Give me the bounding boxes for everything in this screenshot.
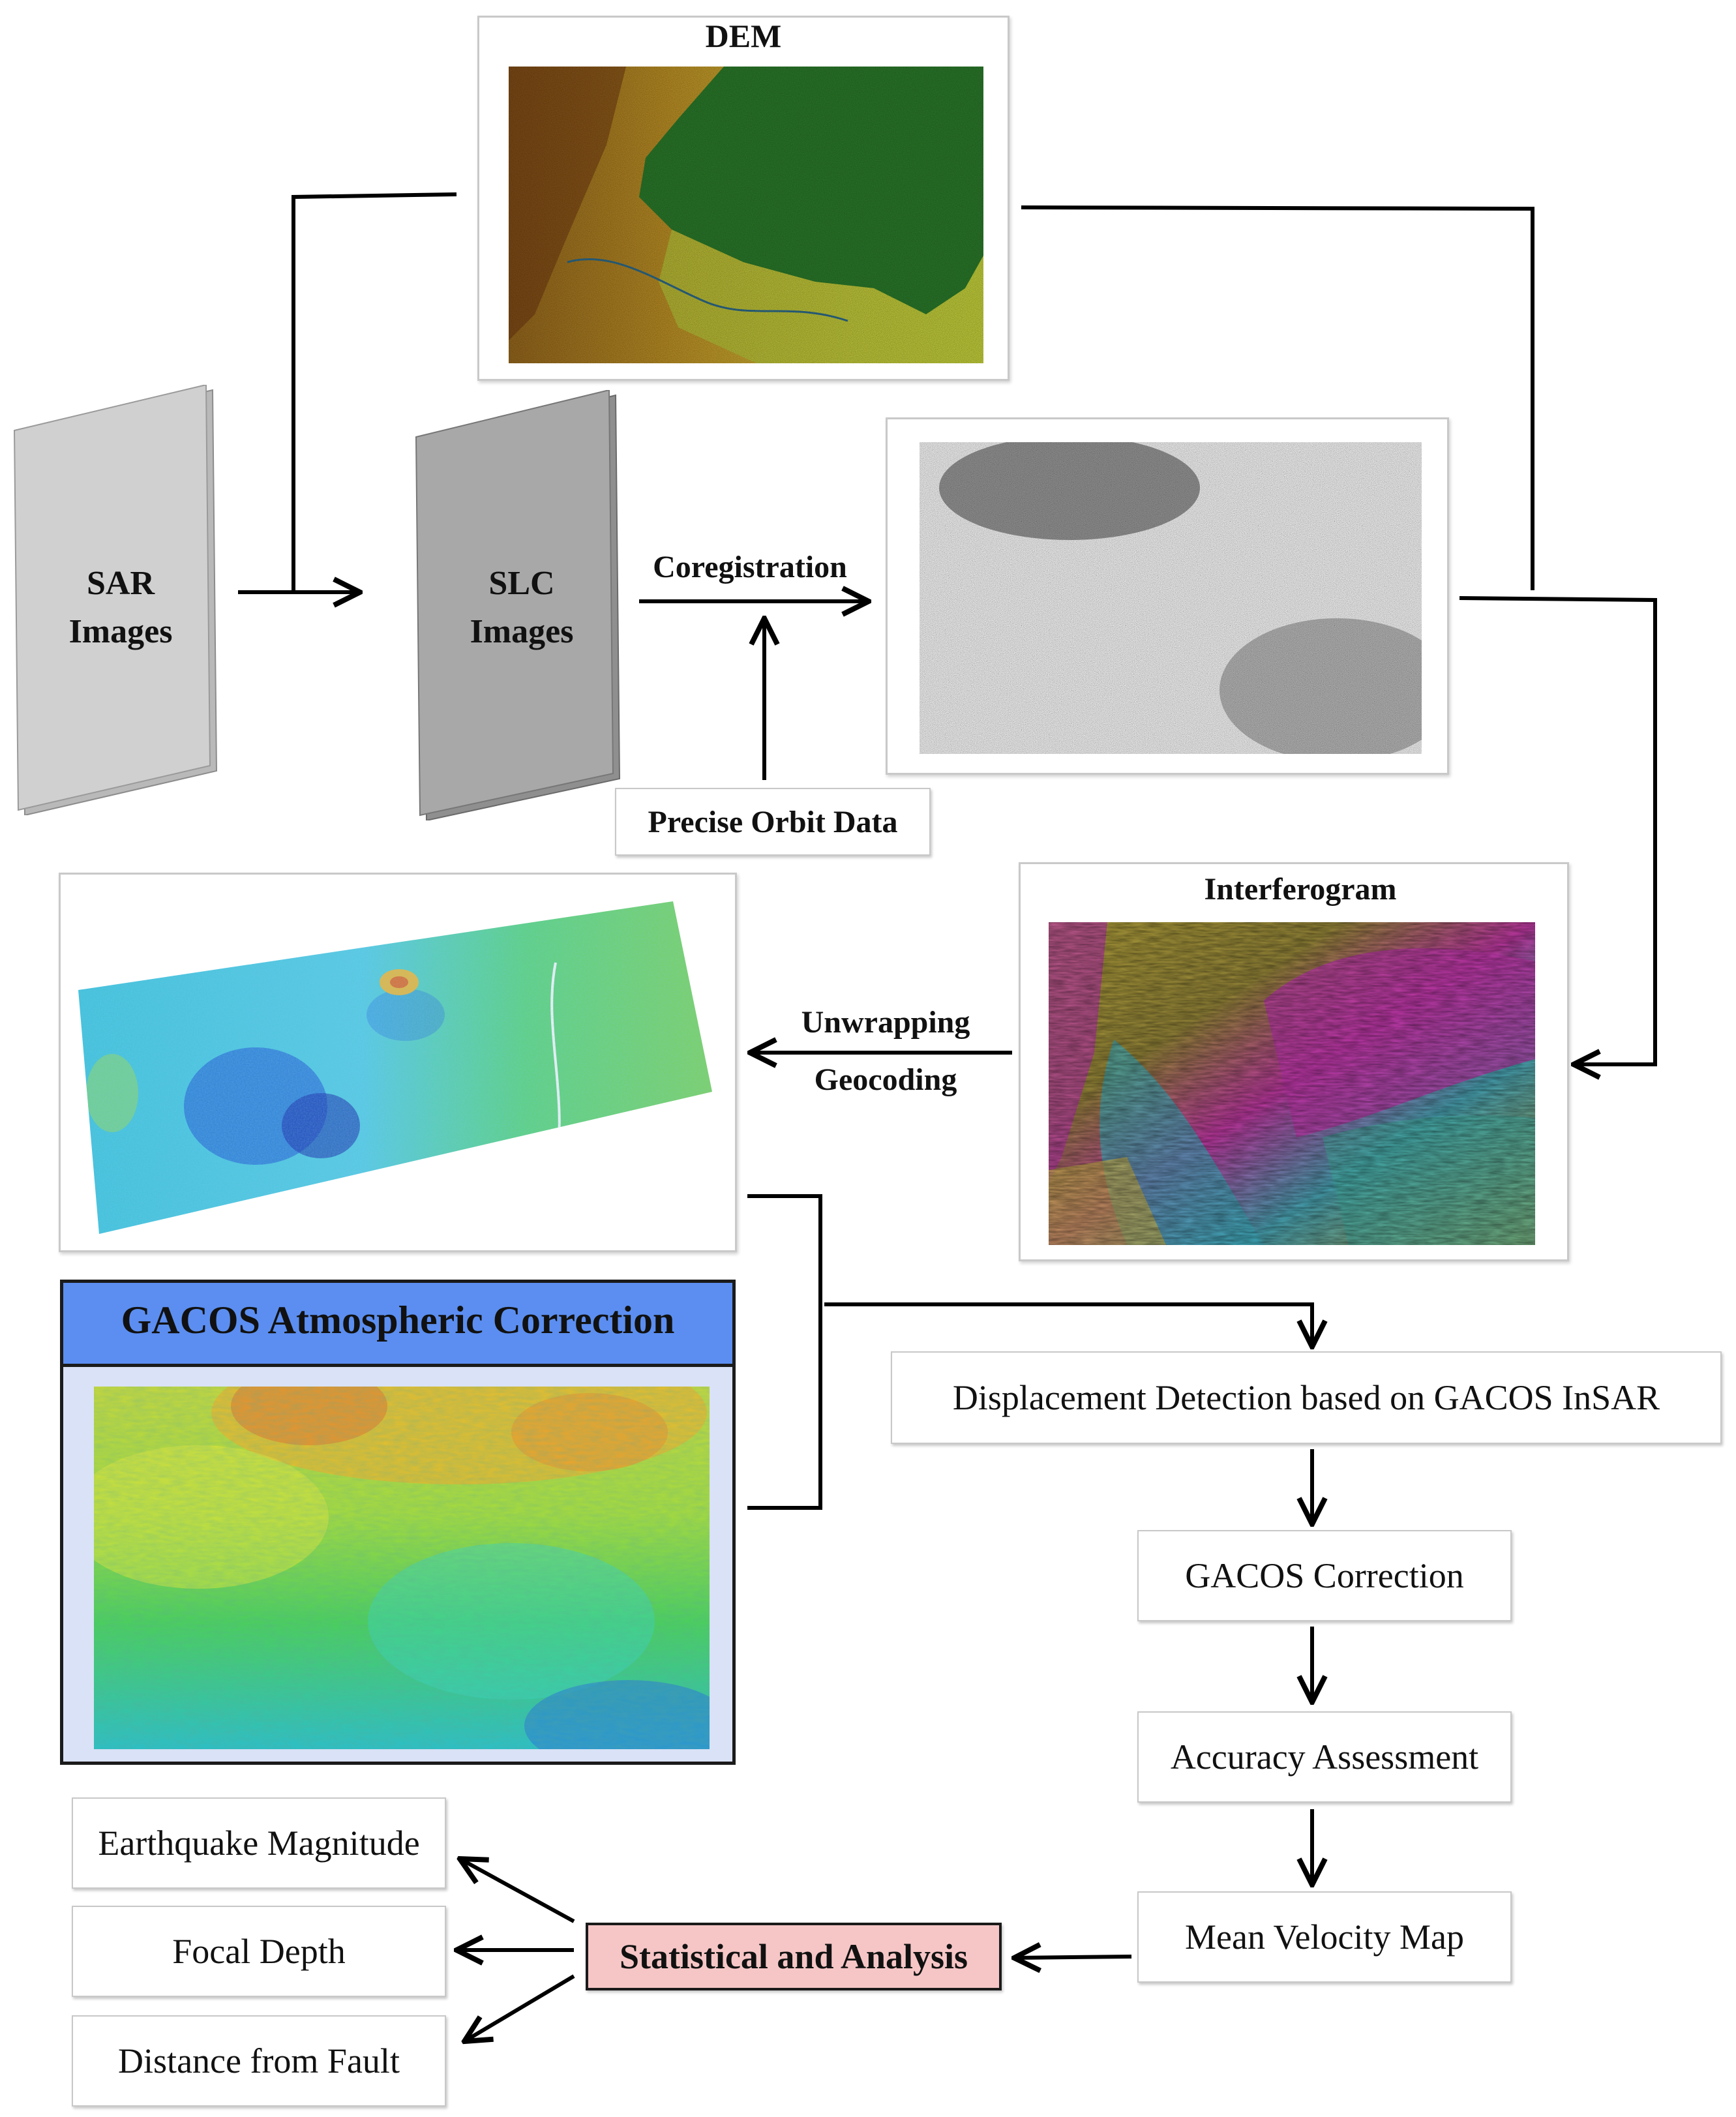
unwrapping-label: Unwrapping [801,1005,970,1040]
geocoding-label: Geocoding [814,1062,957,1097]
dem-title: DEM [705,18,782,54]
precise-orbit-data-box: Precise Orbit Data [615,788,931,856]
mean-velocity-map-box: Mean Velocity Map [1137,1891,1512,1983]
coherence-to-interferogram-arrow [1459,596,1657,1064]
accuracy-assessment-box: Accuracy Assessment [1137,1711,1512,1803]
sar-label-line1: SAR [86,565,155,602]
unwrapped-map-image [73,897,719,1237]
dem-to-sar-link [292,192,457,592]
gacos-title: GACOS Atmospheric Correction [121,1299,675,1342]
interferogram-title: Interferogram [1204,872,1397,907]
to-distance-arrow [464,1974,575,2041]
coherence-map-image [920,442,1422,754]
dem-map-image [509,67,983,363]
merge-bracket [747,1194,822,1510]
coregistration-label: Coregistration [653,550,847,584]
velocity-to-statistics-arrow [1014,1957,1132,1958]
gacos-correction-box: GACOS Correction [1137,1530,1512,1621]
sar-label: SAR Images [46,560,196,656]
sar-label-line2: Images [68,613,173,650]
displacement-detection-box: Displacement Detection based on GACOS In… [891,1351,1722,1444]
merge-arrow [824,1302,1312,1347]
gacos-map-image [94,1387,710,1749]
sar-sheets [13,385,218,815]
gacos-header [60,1280,736,1367]
slc-label-line2: Images [470,613,574,650]
dem-to-interferogram-link [1021,205,1534,590]
slc-label-line1: SLC [488,565,555,602]
statistical-analysis-box: Statistical and Analysis [586,1923,1002,1990]
slc-sheets [415,390,621,820]
slc-label: SLC Images [447,560,597,656]
earthquake-magnitude-box: Earthquake Magnitude [72,1797,446,1889]
to-magnitude-arrow [460,1859,575,1923]
focal-depth-box: Focal Depth [72,1906,446,1997]
interferogram-image [1049,922,1535,1245]
distance-from-fault-box: Distance from Fault [72,2015,446,2107]
